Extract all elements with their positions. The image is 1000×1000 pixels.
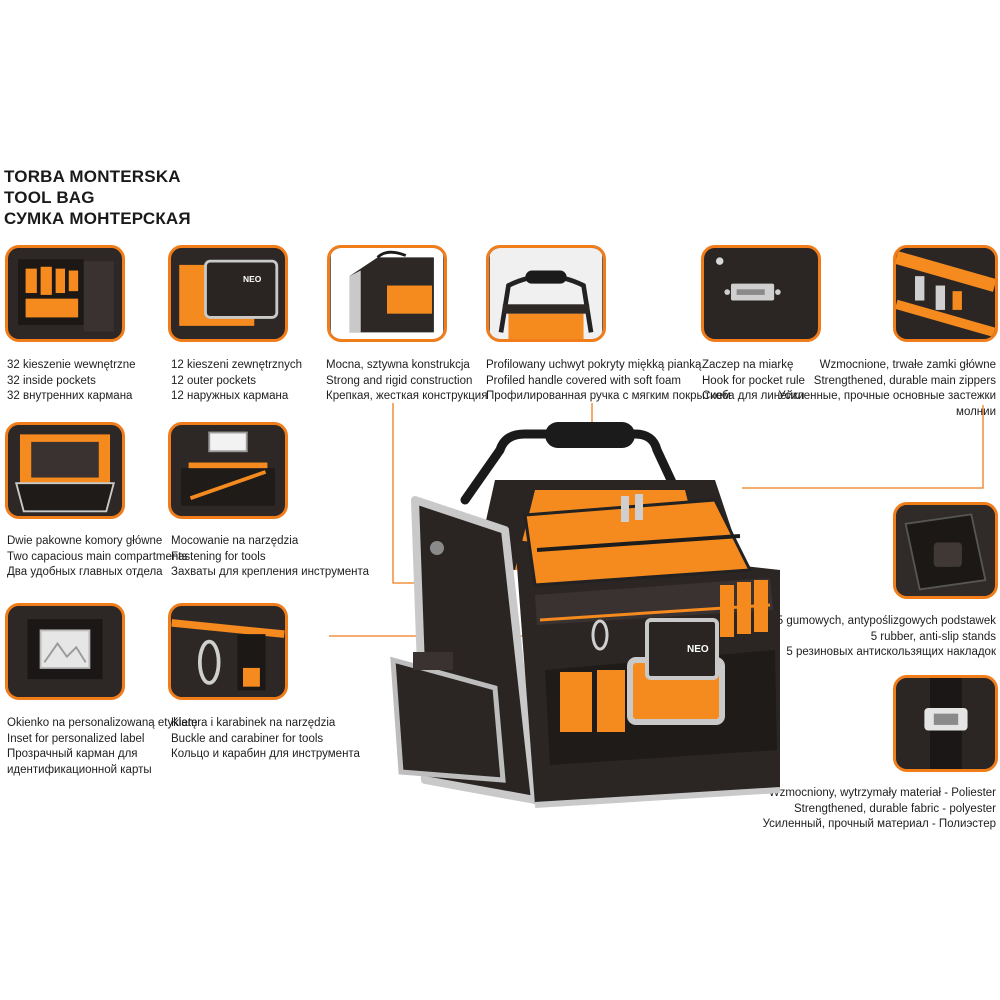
- caption-rubber-stands: 5 gumowych, antypoślizgowych podstawek 5 …: [777, 614, 996, 661]
- thumb-rubber-stands: [893, 502, 998, 599]
- thumb-inside-pockets: [5, 245, 125, 342]
- caption-line: Усиленный, прочный материал - Полиэстер: [762, 818, 996, 830]
- thumb-pocket-rule-hook: [701, 245, 821, 342]
- caption-line: молнии: [956, 405, 996, 418]
- caption-line: Mocna, sztywna konstrukcja: [326, 359, 470, 371]
- thumb-main-compartments: [5, 422, 125, 519]
- caption-line: Profilowany uchwyt pokryty miękką pianką: [486, 359, 702, 371]
- caption-outer-pockets: 12 kieszeni zewnętrznych 12 outer pockets…: [171, 358, 302, 405]
- title-english: TOOL BAG: [4, 188, 95, 207]
- caption-line: 12 наружных кармана: [171, 390, 289, 402]
- caption-line: Klamra i karabinek na narzędzia: [171, 717, 336, 729]
- caption-line: 32 внутренних кармана: [7, 390, 133, 402]
- caption-line: Профилированная ручка с мягким покрытием: [486, 390, 731, 402]
- caption-line: Zaczep na miarkę: [702, 359, 794, 371]
- tool-bag-illustration: NEO: [390, 422, 781, 808]
- caption-line: Крепкая, жесткая конструкция: [326, 390, 488, 402]
- caption-line: Strengthened, durable main zippers: [813, 374, 996, 387]
- caption-line: Strong and rigid construction: [326, 374, 473, 387]
- caption-line: 5 rubber, anti-slip stands: [870, 630, 996, 643]
- thumb-profiled-handle: [486, 245, 606, 342]
- caption-line: Кольцо и карабин для инструмента: [171, 748, 360, 760]
- caption-profiled-handle: Profilowany uchwyt pokryty miękką pianką…: [486, 358, 731, 405]
- caption-line: Profiled handle covered with soft foam: [486, 374, 681, 387]
- caption-line: Wzmocnione, trwałe zamki główne: [819, 359, 996, 371]
- caption-line: Dwie pakowne komory główne: [7, 535, 163, 547]
- svg-text:NEO: NEO: [243, 274, 262, 284]
- caption-line: 32 inside pockets: [7, 374, 96, 387]
- caption-line: Okienko na personalizowaną etykietę: [7, 717, 198, 729]
- thumb-label-window: [5, 603, 125, 700]
- caption-line: Захваты для крепления инструмента: [171, 566, 370, 578]
- foam-handle: [545, 422, 635, 448]
- thumb-rigid-construction: [327, 245, 447, 342]
- page-title: TORBA MONTERSKA TOOL BAG СУМКА МОНТЕРСКА…: [4, 166, 191, 229]
- caption-line: 5 gumowych, antypoślizgowych podstawek: [776, 615, 996, 627]
- caption-line: Strengthened, durable fabric - polyester: [793, 802, 996, 815]
- caption-line: Inset for personalized label: [7, 732, 145, 745]
- caption-line: 5 резиновых антискользящих накладок: [786, 646, 996, 658]
- caption-line: Wzmocniony, wytrzymały materiał - Polies…: [768, 787, 996, 799]
- caption-inside-pockets: 32 kieszenie wewnętrzne 32 inside pockets…: [7, 358, 136, 405]
- caption-line: Два удобных главных отдела: [7, 566, 163, 578]
- thumb-tool-fastening: [168, 422, 288, 519]
- caption-line: Mocowanie na narzędzia: [171, 535, 299, 547]
- caption-line: Прозрачный карман для: [7, 748, 138, 760]
- title-russian: СУМКА МОНТЕРСКАЯ: [4, 209, 191, 228]
- caption-line: Hook for pocket rule: [702, 374, 805, 387]
- caption-durable-fabric: Wzmocniony, wytrzymały materiał - Polies…: [763, 786, 996, 833]
- brand-logo: NEO: [687, 644, 709, 655]
- thumb-outer-pockets: NEO: [168, 245, 288, 342]
- caption-line: Усиленные, прочные основные застежки: [778, 390, 996, 402]
- thumb-main-zippers: [893, 245, 998, 342]
- thumb-durable-fabric: [893, 675, 998, 772]
- caption-line: идентификационной карты: [7, 763, 152, 776]
- title-polish: TORBA MONTERSKA: [4, 167, 181, 186]
- caption-line: Скоба для линейки: [702, 390, 805, 402]
- thumb-buckle-carabiner: [168, 603, 288, 700]
- caption-line: 12 outer pockets: [171, 374, 257, 387]
- caption-line: Fastening for tools: [171, 550, 266, 563]
- caption-line: Buckle and carabiner for tools: [171, 732, 324, 745]
- caption-line: 32 kieszenie wewnętrzne: [7, 359, 136, 371]
- caption-line: Two capacious main compartments: [7, 550, 188, 563]
- caption-line: 12 kieszeni zewnętrznych: [171, 359, 303, 371]
